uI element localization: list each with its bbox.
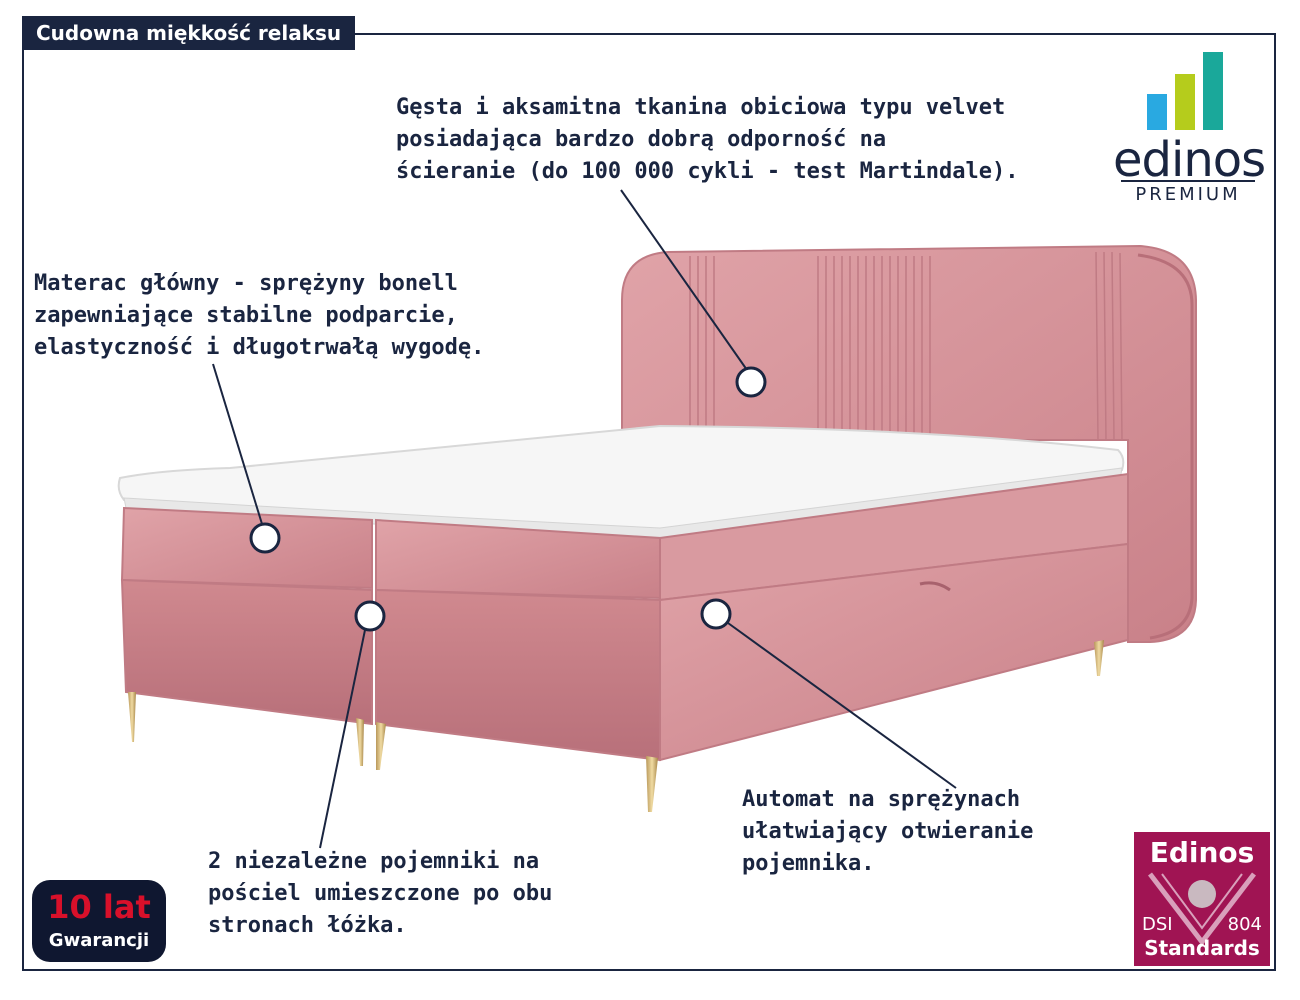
note-fabric-line: ścieranie (do 100 000 cykli - test Marti… [396,159,1019,184]
note-storage-line: pościel umieszczone po obu [208,881,553,906]
certificate-code-left: DSI [1142,914,1173,935]
hotspot-circle-icon[interactable] [249,522,281,554]
note-fabric-line: posiadająca bardzo dobrą odporność na [396,127,887,152]
hotspot-circle-icon[interactable] [735,366,767,398]
page-title: Cudowna miękkość relaksu [22,16,356,50]
certificate-badge: Edinos DSI 804 Standards [1134,832,1270,966]
note-mattress-line: zapewniające stabilne podparcie, [34,303,458,328]
brand-divider [1121,180,1255,182]
note-storage: 2 niezależne pojemniki na pościel umiesz… [208,846,552,942]
brand-tagline: PREMIUM [1135,184,1241,205]
note-mattress-line: Materac główny - sprężyny bonell [34,271,458,296]
certificate-name: Edinos [1149,836,1255,869]
note-storage-line: stronach łóżka. [208,913,407,938]
warranty-label: Gwarancji [48,930,150,951]
note-storage-line: 2 niezależne pojemniki na [208,849,540,874]
note-automat-line: pojemnika. [742,851,875,876]
hotspot-circle-icon[interactable] [354,600,386,632]
headboard [621,244,1197,643]
note-mattress: Materac główny - sprężyny bonell zapewni… [34,268,484,364]
brand-name: edinos [1113,132,1266,188]
content-frame [22,33,1276,971]
note-fabric-line: Gęsta i aksamitna tkanina obiciowa typu … [396,95,1006,120]
headboard-channel-right [1095,251,1123,441]
certificate-label: Standards [1144,936,1260,960]
gold-legs [128,640,1104,812]
bar-chart-logo-icon [1147,52,1223,130]
headboard-channel-center [817,256,931,434]
warranty-years: 10 lat [47,888,151,926]
certificate-check-icon [1148,872,1256,947]
bed-base [120,472,1129,762]
note-fabric: Gęsta i aksamitna tkanina obiciowa typu … [396,92,1019,188]
note-automat-line: Automat na sprężynach [742,787,1021,812]
callout-lines [212,189,957,849]
note-automat-line: ułatwiający otwieranie [742,819,1034,844]
brand-logo: edinos PREMIUM [1113,50,1266,210]
note-automat: Automat na sprężynach ułatwiający otwier… [742,784,1033,880]
headboard-channel-left [689,256,715,432]
warranty-badge: 10 lat Gwarancji [32,880,166,962]
certificate-code-right: 804 [1227,914,1262,935]
hotspot-circle-icon[interactable] [700,598,732,630]
note-mattress-line: elastyczność i długotrwałą wygodę. [34,335,485,360]
